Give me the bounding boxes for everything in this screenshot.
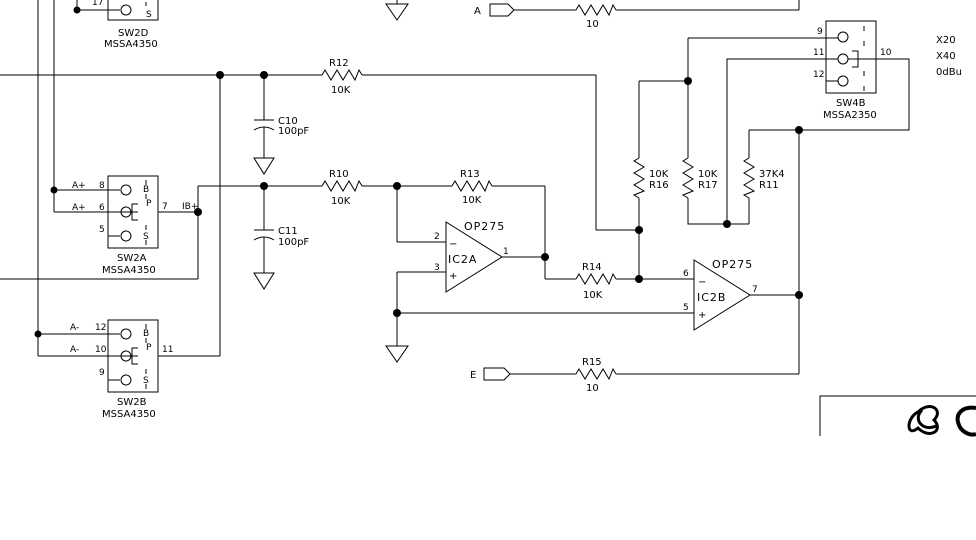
- r11-ref: R11: [759, 180, 779, 191]
- sw2b-term-s: S: [143, 376, 149, 386]
- sw2a-name: SW2A: [117, 253, 147, 264]
- sw2b-pin-out: 11: [162, 345, 173, 355]
- r14-ref: R14: [582, 262, 602, 273]
- switch-sw2d: 17 S SW2D MSSA4350: [92, 0, 159, 50]
- ic2a-pin-out: 1: [503, 247, 509, 257]
- sw2a-term-s: S: [143, 232, 149, 242]
- logo-mark: [907, 405, 976, 437]
- c10-value: 100pF: [278, 126, 309, 137]
- opamp-ic2b: − + IC2B OP275 6 5 7: [393, 258, 803, 331]
- ra-value: 10: [586, 19, 599, 30]
- c11-ref: C11: [278, 226, 298, 237]
- r12-value: 10K: [331, 85, 351, 96]
- sw2d-pin-top: 17: [92, 0, 103, 8]
- r17-ref: R17: [698, 180, 718, 191]
- r15-value: 10: [586, 383, 599, 394]
- sw2a-label-b: A+: [72, 181, 86, 191]
- sw2d-name: SW2D: [118, 28, 149, 39]
- opamp-ic2a: − + IC2A OP275 2 3 1: [385, 186, 549, 363]
- sw4b-pin-out: 10: [880, 48, 892, 58]
- capacitor-c11: C11 100pF: [253, 186, 309, 290]
- ic2b-pin-out: 7: [752, 285, 758, 295]
- switch-sw2a: B P S 8 6 5 7 A+ A+ IB+ SW2A MSSA4350: [72, 175, 198, 276]
- sw2b-term-b: B: [143, 329, 149, 339]
- sw4b-pin-3: 12: [813, 70, 824, 80]
- r15-ref: R15: [582, 357, 602, 368]
- resistor-r17: 10K R17: [681, 38, 749, 228]
- resistor-r11: 37K4 R11: [742, 130, 785, 224]
- r16-value: 10K: [649, 169, 669, 180]
- r16-ref: R16: [649, 180, 669, 191]
- sw2a-label-p: A+: [72, 203, 86, 213]
- sw4b-part: MSSA2350: [823, 110, 877, 121]
- ic2a-pin-inv: 2: [434, 232, 440, 242]
- sw2a-pin-p: 6: [99, 203, 105, 213]
- ic2b-pin-noninv: 5: [683, 303, 689, 313]
- resistor-r12: R12 10K: [321, 58, 363, 96]
- ic2b-sign-inv: −: [698, 277, 706, 288]
- resistor-a-port: A 10: [474, 0, 800, 30]
- port-a-label: A: [474, 6, 481, 17]
- sw4b-option-x40: X40: [936, 51, 956, 62]
- sw2b-pin-b: 12: [95, 323, 106, 333]
- r10-ref: R10: [329, 169, 349, 180]
- sw2a-label-out: IB+: [182, 202, 198, 212]
- resistor-r10: R10 10K: [321, 169, 363, 207]
- title-block: [819, 395, 976, 437]
- sw2b-part: MSSA4350: [102, 409, 156, 420]
- sw2b-term-p: P: [146, 343, 152, 353]
- resistor-r14: R14 10K: [544, 257, 694, 301]
- r10-value: 10K: [331, 196, 351, 207]
- resistor-r16: 10K R16: [632, 80, 688, 279]
- sw4b-option-x20: X20: [936, 35, 956, 46]
- sw2b-pin-p: 10: [95, 345, 107, 355]
- ic2a-sign-noninv: +: [449, 271, 457, 282]
- sw2a-pin-out: 7: [162, 202, 168, 212]
- ic2a-ref: IC2A: [448, 253, 477, 266]
- sw2d-part: MSSA4350: [104, 39, 158, 50]
- sw2a-pin-s: 5: [99, 225, 105, 235]
- r14-value: 10K: [583, 290, 603, 301]
- sw4b-pin-1: 9: [817, 27, 823, 37]
- switch-sw2b: B P S 12 10 9 11 A- A- SW2B MSSA4350: [70, 319, 220, 420]
- ic2b-pin-inv: 6: [683, 269, 689, 279]
- sw4b-option-0dbu: 0dBu: [936, 67, 962, 78]
- sw2b-label-p: A-: [70, 345, 79, 355]
- r13-value: 10K: [462, 195, 482, 206]
- ic2b-part: OP275: [712, 258, 753, 271]
- c10-ref: C10: [278, 116, 298, 127]
- r13-ref: R13: [460, 169, 480, 180]
- sw2a-term-p: P: [146, 199, 152, 209]
- sw2a-part: MSSA4350: [102, 265, 156, 276]
- r17-value: 10K: [698, 169, 718, 180]
- r12-net: [0, 71, 640, 356]
- sw2d-term-s: S: [146, 10, 152, 20]
- r10-net: [0, 182, 452, 280]
- sw2a-pin-b: 8: [99, 181, 105, 191]
- ic2a-sign-inv: −: [449, 239, 457, 250]
- sw4b-name: SW4B: [836, 98, 866, 109]
- left-bus-wires: [34, 0, 120, 357]
- sw2b-label-b: A-: [70, 323, 79, 333]
- resistor-r15: E R15 10: [470, 357, 799, 394]
- sw2b-pin-s: 9: [99, 368, 105, 378]
- sw2b-name: SW2B: [117, 397, 147, 408]
- ic2a-pin-noninv: 3: [434, 263, 440, 273]
- c11-value: 100pF: [278, 237, 309, 248]
- ic2b-sign-noninv: +: [698, 310, 706, 321]
- ic2b-ref: IC2B: [697, 291, 726, 304]
- port-e-label: E: [470, 370, 476, 381]
- r12-ref: R12: [329, 58, 349, 69]
- ic2a-part: OP275: [464, 220, 505, 233]
- sw2a-term-b: B: [143, 185, 149, 195]
- capacitor-c10: C10 100pF: [253, 75, 309, 175]
- switch-sw4b: 9 11 12 10 SW4B MSSA2350 X20 X40 0dBu: [688, 20, 962, 224]
- top-ground-symbol: [385, 0, 409, 21]
- sw4b-pin-2: 11: [813, 48, 824, 58]
- r11-value: 37K4: [759, 169, 785, 180]
